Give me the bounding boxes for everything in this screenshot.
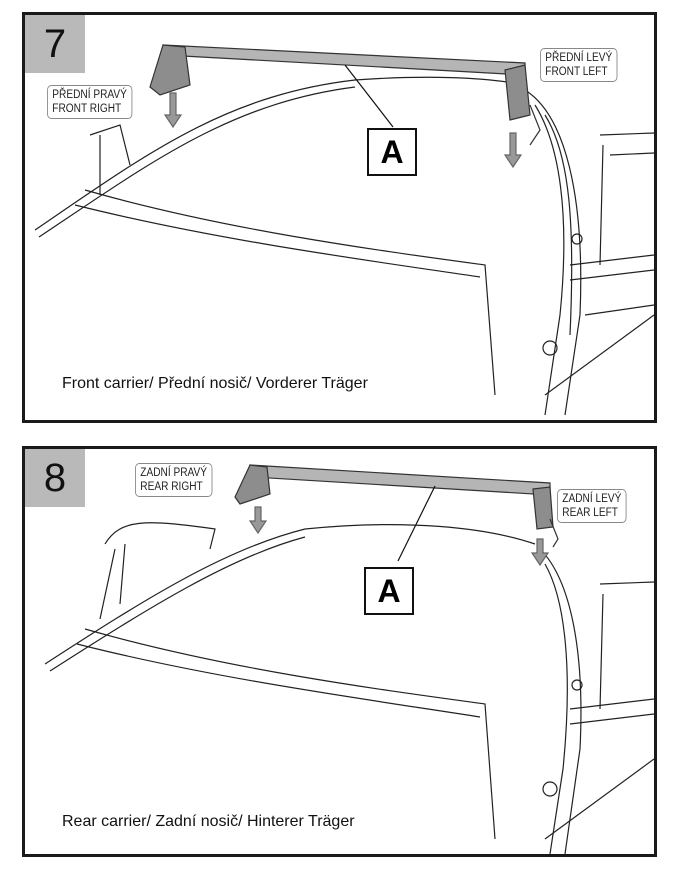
front-right-tag: PŘEDNÍ PRAVÝ FRONT RIGHT — [47, 85, 133, 119]
front-carrier-illustration — [34, 44, 654, 416]
tag-line-1: ZADNÍ LEVÝ — [562, 493, 622, 505]
tag-line-1: ZADNÍ PRAVÝ — [140, 467, 208, 479]
step-caption: Rear carrier/ Zadní nosič/ Hinterer Träg… — [62, 813, 355, 830]
rear-right-tag: ZADNÍ PRAVÝ REAR RIGHT — [135, 463, 213, 497]
step-caption: Front carrier/ Přední nosič/ Vorderer Tr… — [62, 375, 368, 392]
tag-line-2: REAR LEFT — [562, 507, 618, 519]
rear-left-tag: ZADNÍ LEVÝ REAR LEFT — [557, 489, 627, 523]
tag-line-1: PŘEDNÍ LEVÝ — [545, 52, 613, 64]
step-7-panel: 7 PŘEDNÍ PRAVÝ FRONT RIGHT PŘEDNÍ LEVÝ FRO… — [22, 12, 657, 423]
step-number: 8 — [25, 449, 85, 507]
tag-line-1: PŘEDNÍ PRAVÝ — [52, 89, 127, 101]
front-left-tag: PŘEDNÍ LEVÝ FRONT LEFT — [540, 48, 618, 82]
tag-line-2: REAR RIGHT — [140, 481, 203, 493]
step-8-panel: 8 ZADNÍ PRAVÝ REAR RIGHT ZADNÍ LEVÝ REAR L… — [22, 446, 657, 857]
tag-line-2: FRONT LEFT — [545, 66, 608, 78]
step-number: 7 — [25, 15, 85, 73]
tag-line-2: FRONT RIGHT — [52, 103, 122, 115]
rear-carrier-illustration — [44, 464, 654, 854]
part-label-a: A — [364, 567, 414, 615]
part-label-a: A — [367, 128, 417, 176]
